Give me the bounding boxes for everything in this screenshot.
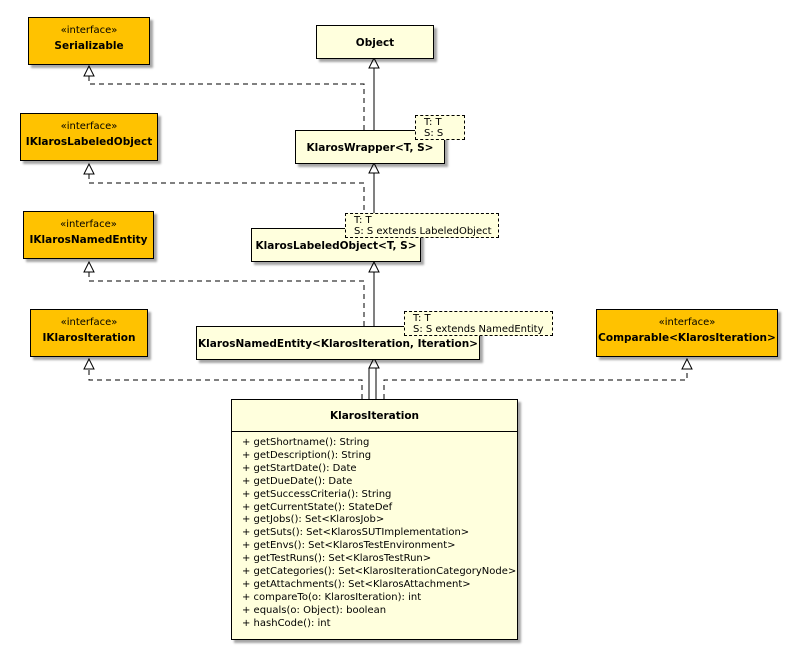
- realization-wrapper-serializable: [88, 76, 365, 130]
- interface-stereotype: «interface»: [658, 317, 716, 328]
- interface-iklaros-named-entity: «interface» IKlarosNamedEntity: [23, 211, 154, 259]
- interface-comparable: «interface» Comparable<KlarosIteration>: [596, 309, 778, 357]
- realization-iteration-comparable: [383, 369, 688, 399]
- template-params-wrapper: T: T S: S: [415, 115, 465, 140]
- arrowhead-labeled-object: [368, 260, 380, 273]
- method-item: + getShortname(): String: [242, 437, 370, 448]
- method-item: + getTestRuns(): Set<KlarosTestRun>: [242, 553, 432, 565]
- method-item: + compareTo(o: KlarosIteration): int: [242, 591, 422, 603]
- class-object: Object: [316, 25, 434, 59]
- arrowhead-wrapper: [368, 161, 380, 174]
- arrowhead-ilabeled: [83, 162, 95, 175]
- method-item: + equals(o: Object): boolean: [242, 604, 387, 616]
- template-param: S: S: [424, 128, 444, 139]
- template-param: T: T: [413, 313, 431, 324]
- interface-name: IKlarosNamedEntity: [29, 234, 148, 246]
- interface-name: Serializable: [54, 40, 124, 52]
- method-item: + getAttachments(): Set<KlarosAttachment…: [242, 578, 471, 590]
- interface-iklaros-iteration: «interface» IKlarosIteration: [30, 309, 148, 357]
- interface-name: IKlarosLabeledObject: [25, 136, 153, 148]
- class-name: KlarosWrapper<T, S>: [306, 142, 434, 154]
- interface-stereotype: «interface»: [60, 25, 118, 36]
- interface-serializable: «interface» Serializable: [28, 17, 150, 65]
- interface-stereotype: «interface»: [60, 121, 118, 132]
- arrowhead-named-entity: [368, 356, 380, 369]
- interface-stereotype: «interface»: [60, 219, 117, 230]
- interface-stereotype: «interface»: [60, 317, 118, 328]
- template-params-named-entity: T: T S: S extends NamedEntity: [404, 311, 553, 336]
- method-item: + getStartDate(): Date: [242, 462, 357, 474]
- method-item: + getEnvs(): Set<KlarosTestEnvironment>: [242, 540, 456, 552]
- template-param: S: S extends LabeledObject: [354, 226, 492, 237]
- method-item: + getSuts(): Set<KlarosSUTImplementation…: [242, 527, 470, 539]
- class-klaros-iteration: KlarosIteration + getShortname(): String…: [231, 399, 518, 640]
- class-name: Object: [355, 37, 395, 49]
- arrowhead-inamed: [83, 260, 95, 273]
- realization-named-inamed: [88, 272, 365, 326]
- method-item: + getCategories(): Set<KlarosIterationCa…: [242, 566, 517, 578]
- method-item: + getSuccessCriteria(): String: [242, 488, 392, 500]
- method-item: + getCurrentState(): StateDef: [242, 501, 393, 513]
- arrowhead-serializable: [83, 64, 95, 77]
- method-item: + hashCode(): int: [242, 617, 331, 629]
- method-item: + getDescription(): String: [242, 449, 372, 461]
- method-item: + getDueDate(): Date: [242, 475, 353, 487]
- arrowhead-comparable: [681, 357, 693, 370]
- compartment-divider: [232, 431, 517, 432]
- realization-iteration-iiteration: [88, 369, 363, 399]
- interface-name: IKlarosIteration: [42, 332, 136, 344]
- method-list: + getShortname(): String+ getDescription…: [232, 432, 517, 631]
- method-item: + getJobs(): Set<KlarosJob>: [242, 514, 385, 526]
- template-param: S: S extends NamedEntity: [413, 324, 544, 335]
- template-params-labeled-object: T: T S: S extends LabeledObject: [345, 213, 499, 238]
- class-name: KlarosLabeledObject<T, S>: [255, 240, 417, 252]
- class-name: KlarosNamedEntity<KlarosIteration, Itera…: [198, 338, 478, 350]
- template-param: T: T: [354, 215, 372, 226]
- class-name: KlarosIteration: [329, 410, 420, 422]
- template-param: T: T: [424, 117, 442, 128]
- interface-name: Comparable<KlarosIteration>: [598, 332, 776, 344]
- arrowhead-object: [368, 56, 380, 69]
- realization-labeled-ilabeled: [88, 174, 365, 228]
- arrowhead-iiteration: [83, 357, 95, 370]
- interface-iklaros-labeled-object: «interface» IKlarosLabeledObject: [20, 113, 158, 161]
